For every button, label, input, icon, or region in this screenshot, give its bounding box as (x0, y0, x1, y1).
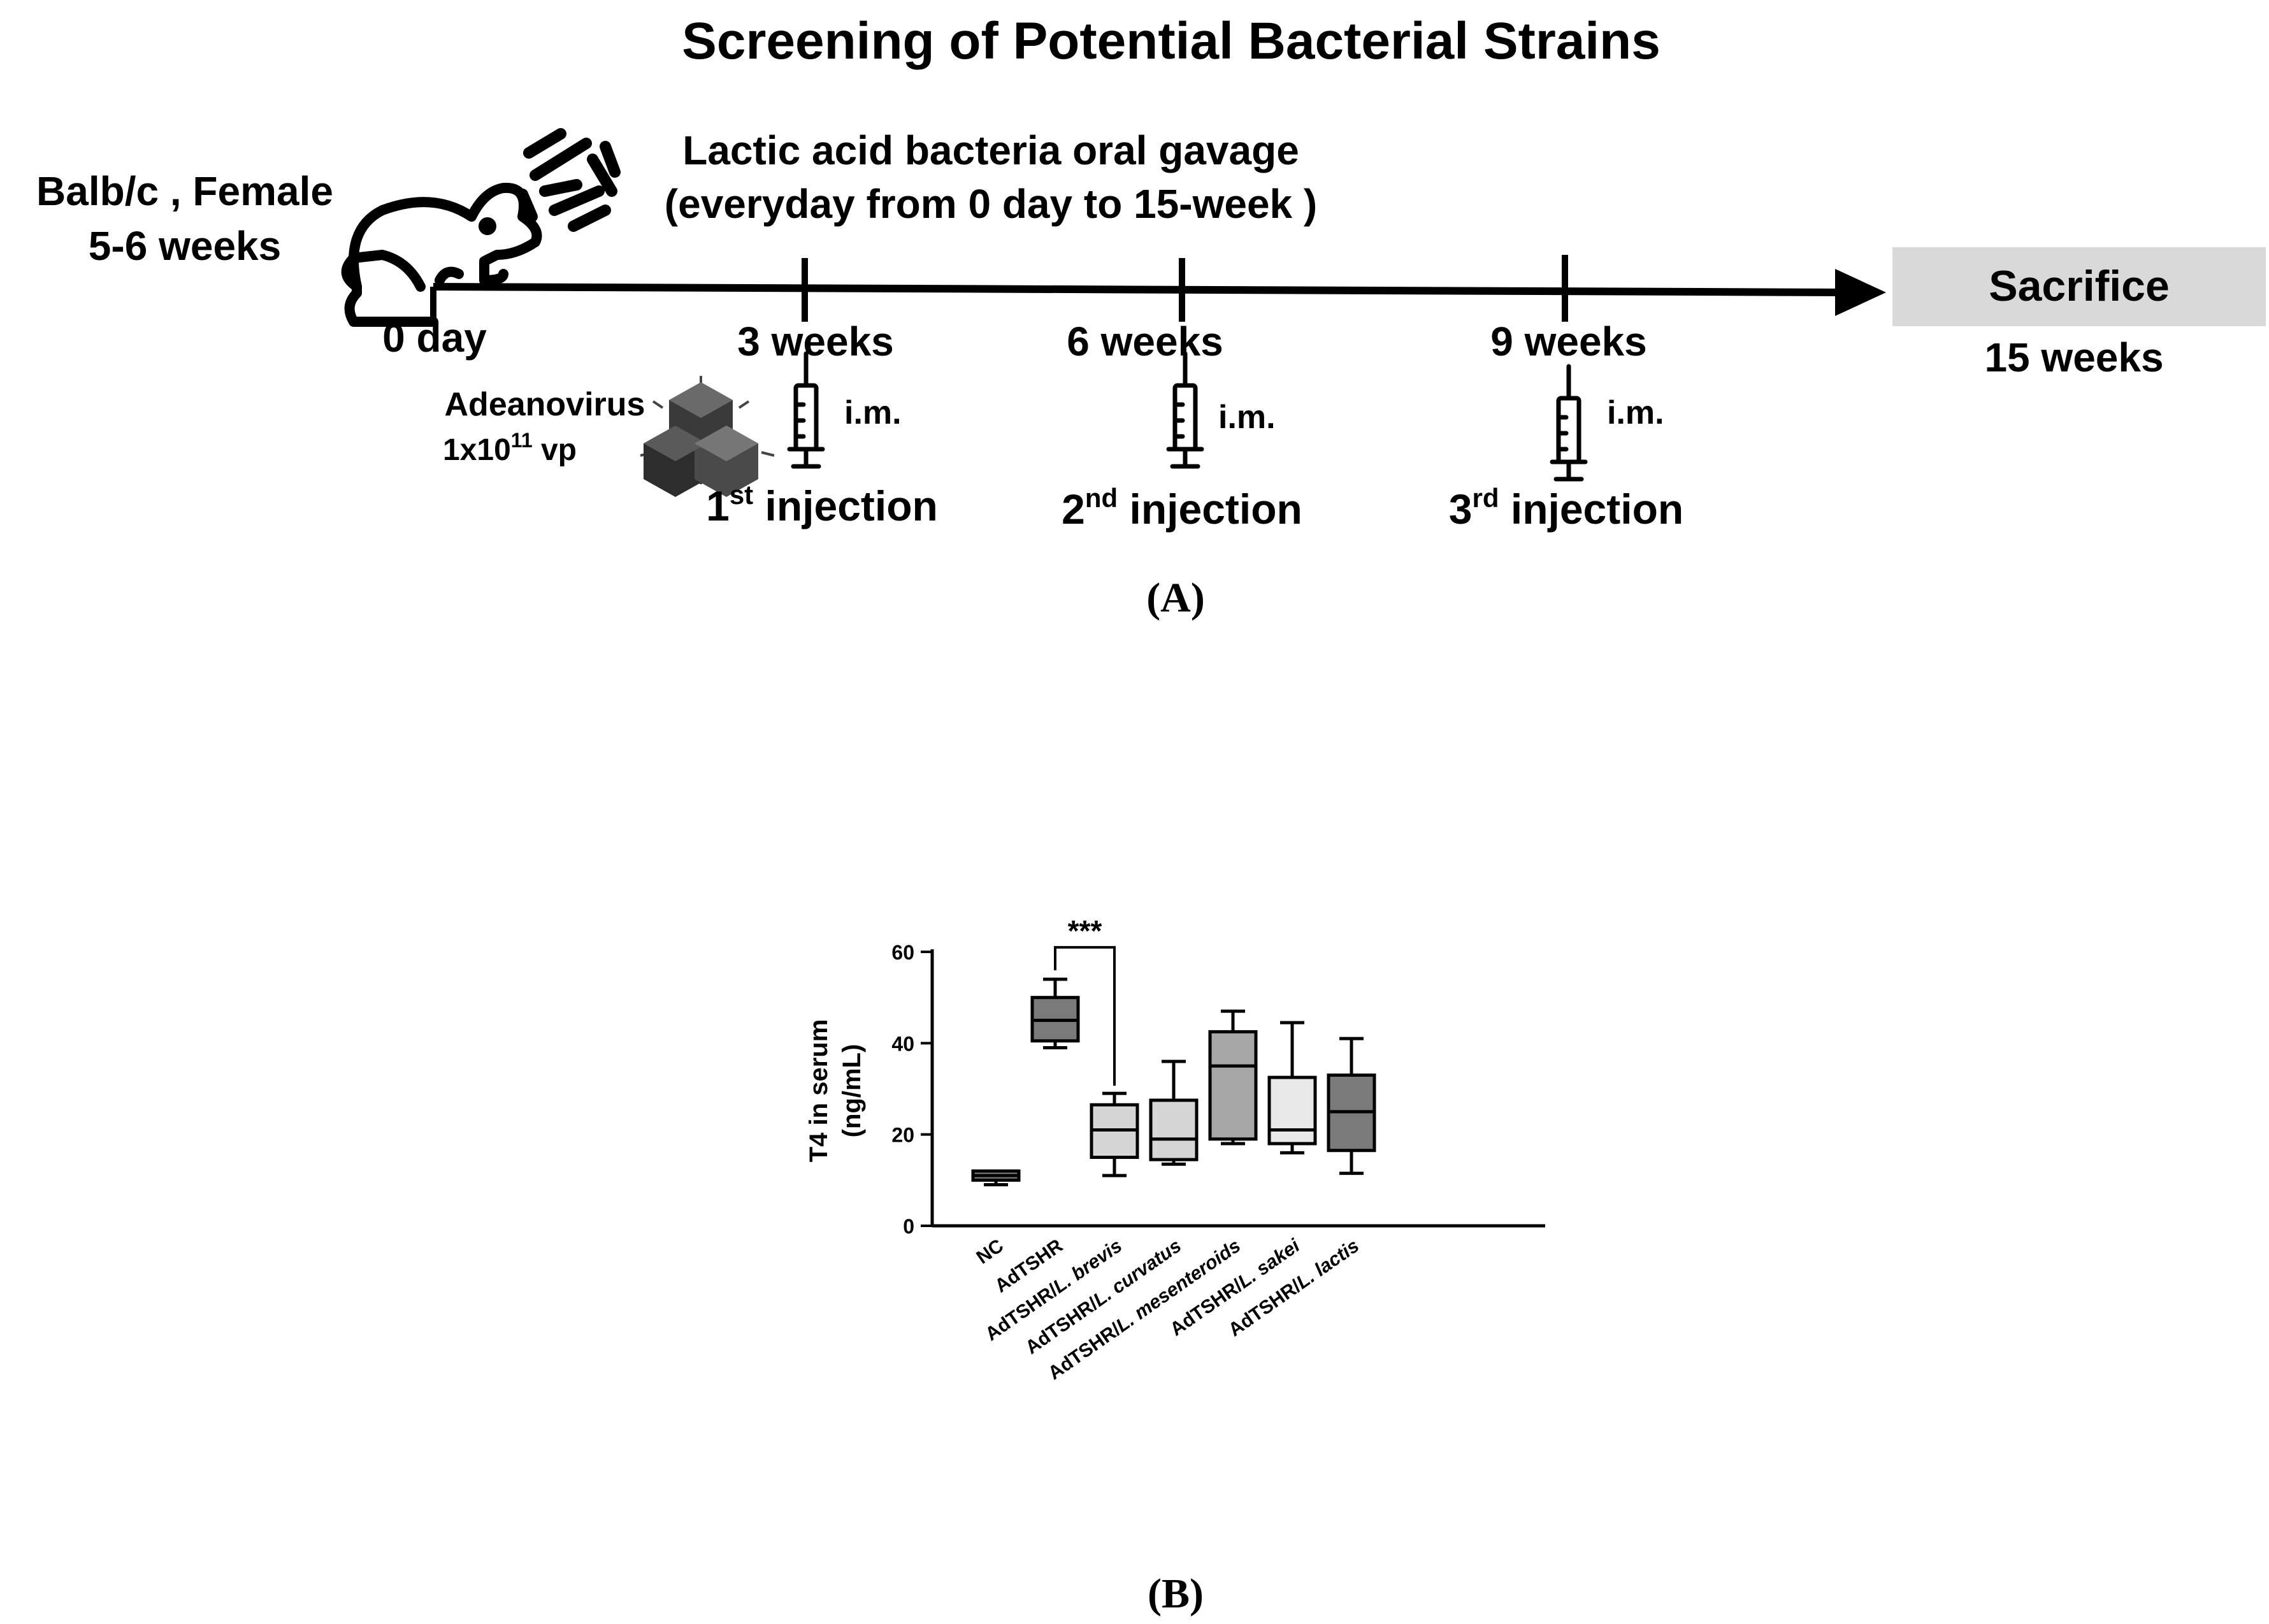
box-iqr (1149, 1098, 1199, 1161)
panel-a-label: (A) (1146, 575, 1205, 621)
virus-dose: 1x1011 vp (443, 429, 577, 467)
timepoint-3-weeks: 3 weeks (737, 319, 894, 364)
route-label-1: i.m. (844, 394, 902, 431)
significance-line (1054, 945, 1116, 1086)
virus-dose-base: 1x10 (443, 433, 511, 467)
sacrifice-time: 15 weeks (1984, 334, 2163, 380)
panel-b: T4 in serum (ng/mL) 0 20 40 60 NCAdTSHRAdTS… (805, 914, 1545, 1617)
injection-3-label: 3rd injection (1449, 483, 1683, 533)
virus-icon (640, 376, 775, 497)
box-iqr (1267, 1075, 1317, 1146)
syringe-icon (1166, 351, 1204, 469)
chart: T4 in serum (ng/mL) 0 20 40 60 NCAdTSHRAdTS… (805, 914, 1545, 1384)
syringe-icon (787, 351, 825, 469)
significance-bracket: *** (1054, 914, 1116, 1086)
mouse-age-label: 5-6 weeks (89, 223, 281, 269)
y-axis-label-line2: (ng/mL) (838, 1044, 866, 1138)
significance-label: *** (1068, 914, 1102, 947)
route-label-3: i.m. (1607, 394, 1664, 431)
mouse-strain-label: Balb/c , Female (36, 168, 333, 214)
boxes (971, 977, 1376, 1186)
y-axis-label-line1: T4 in serum (805, 1019, 833, 1163)
sacrifice-label: Sacrifice (1989, 262, 2170, 310)
injection-1-label: 1st injection (706, 480, 938, 529)
box-5 (1267, 1021, 1317, 1154)
box-0 (971, 1169, 1021, 1186)
timeline-axis (433, 283, 1848, 296)
timeline (430, 255, 1886, 322)
virus-dose-exp: 11 (511, 429, 533, 452)
injection-2-label: 2nd injection (1062, 483, 1302, 533)
box-6 (1327, 1037, 1376, 1175)
y-tick-label: 0 (903, 1215, 914, 1238)
timepoint-0-day: 0 day (382, 315, 487, 361)
y-ticks: 0 20 40 60 (891, 941, 932, 1238)
route-label-2: i.m. (1218, 399, 1276, 436)
box-4 (1208, 1009, 1258, 1146)
bacteria-icon (517, 128, 621, 232)
mouse-icon (341, 182, 542, 327)
box-2 (1090, 1091, 1139, 1177)
syringe-icon (1550, 364, 1588, 482)
bacteria-label-line2: (everyday from 0 day to 15-week ) (665, 181, 1317, 227)
timeline-arrowhead (1835, 269, 1886, 316)
virus-dose-unit: vp (533, 433, 577, 467)
box-1 (1030, 977, 1080, 1049)
x-tick-label: NC (973, 1235, 1007, 1268)
y-tick-label: 20 (891, 1124, 914, 1147)
box-iqr (1208, 1030, 1258, 1141)
y-tick-label: 40 (891, 1032, 914, 1055)
timepoint-6-weeks: 6 weeks (1067, 319, 1223, 364)
box-3 (1149, 1060, 1199, 1166)
y-tick-label: 60 (891, 941, 914, 964)
virus-name: Adeanovirus (445, 386, 645, 423)
bacteria-label-line1: Lactic acid bacteria oral gavage (682, 127, 1299, 173)
sacrifice-box (1892, 247, 2266, 326)
panel-a: Screening of Potential Bacterial Strains… (36, 12, 2266, 621)
panel-a-title: Screening of Potential Bacterial Strains (682, 12, 1660, 70)
panel-b-label: (B) (1148, 1570, 1204, 1617)
timepoint-9-weeks: 9 weeks (1490, 319, 1647, 364)
